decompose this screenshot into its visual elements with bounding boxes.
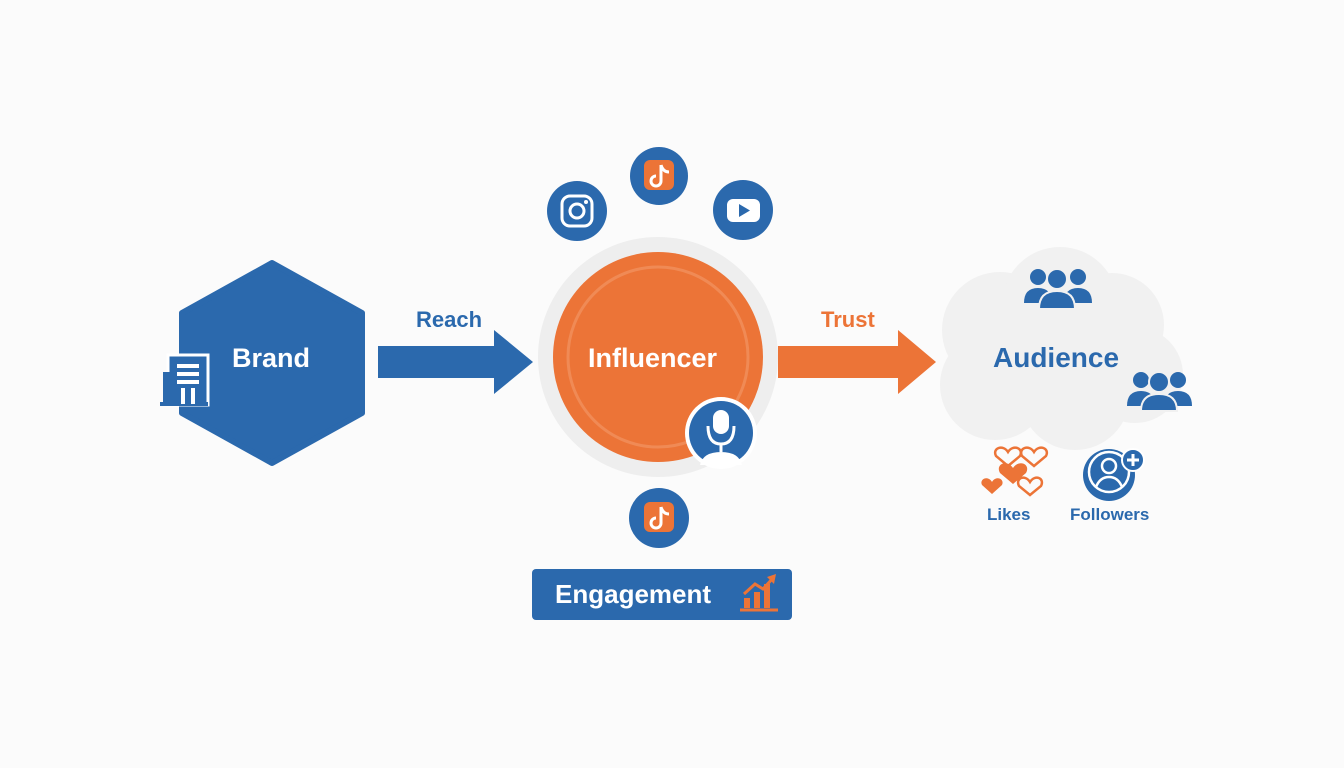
group-icon <box>1127 371 1192 412</box>
followers-label: Followers <box>1070 505 1150 524</box>
brand-node[interactable] <box>179 260 365 466</box>
instagram-icon[interactable] <box>547 181 607 241</box>
likes-label: Likes <box>987 505 1031 524</box>
audience-label: Audience <box>993 342 1120 373</box>
trust-label: Trust <box>821 307 875 332</box>
add-user-icon <box>1083 448 1145 501</box>
reach-label: Reach <box>416 307 483 332</box>
influencer-label: Influencer <box>588 343 718 373</box>
hearts-icon <box>981 446 1049 497</box>
brand-label: Brand <box>232 343 311 373</box>
trust-arrow <box>778 330 936 394</box>
youtube-icon[interactable] <box>713 180 773 240</box>
microphone-person-icon <box>685 397 757 469</box>
engagement-label: Engagement <box>555 579 712 609</box>
building-icon <box>160 353 210 407</box>
reach-arrow <box>378 330 533 394</box>
group-icon <box>1024 268 1092 310</box>
influencer-inner-ring <box>566 265 750 449</box>
tiktok-icon[interactable] <box>630 147 688 205</box>
tiktok-icon[interactable] <box>629 488 689 548</box>
